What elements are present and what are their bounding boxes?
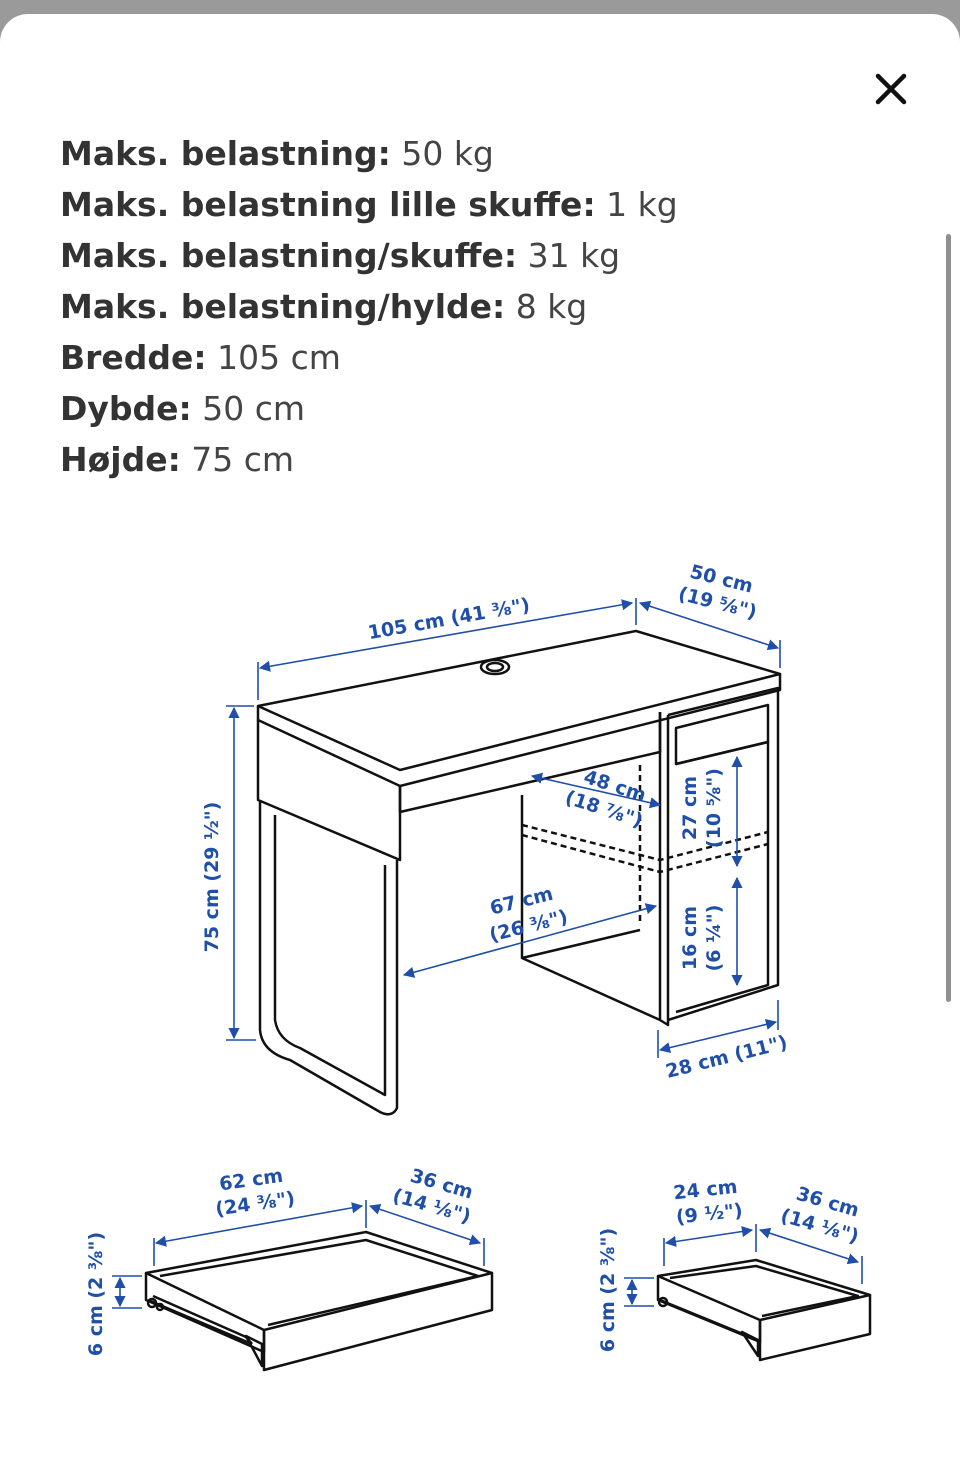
spec-depth: Dybde: 50 cm xyxy=(60,389,305,428)
spec-max-load-drawer: Maks. belastning/skuffe: 31 kg xyxy=(60,236,621,275)
desk-dimension-lines xyxy=(226,598,781,1058)
desk-height-label: 75 cm (29 ½") xyxy=(201,802,223,953)
big-drawer-dimension-labels: 62 cm (24 ⅜") 36 cm (14 ⅛") 6 cm (2 ⅜") xyxy=(85,1165,476,1356)
small-drawer-width-in-label: (9 ½") xyxy=(675,1200,744,1229)
close-button[interactable] xyxy=(868,66,914,112)
desk-top-surface xyxy=(256,629,782,772)
upper-height-cm-label: 27 cm xyxy=(679,776,701,840)
scrollbar[interactable] xyxy=(946,234,951,1002)
lower-height-cm-label: 16 cm xyxy=(679,906,701,970)
cabinet-door xyxy=(675,740,770,1014)
cabinet-width-label: 28 cm (11") xyxy=(664,1031,790,1082)
product-detail-sheet: Maks. belastning: 50 kg Maks. belastning… xyxy=(0,14,960,1471)
left-leg-frame xyxy=(258,800,399,1116)
spec-max-load-shelf: Maks. belastning/hylde: 8 kg xyxy=(60,287,588,326)
spec-max-load: Maks. belastning: 50 kg xyxy=(60,134,494,173)
small-drawer-dimension-lines xyxy=(624,1224,863,1307)
desk-width-label: 105 cm (41 ⅜") xyxy=(366,594,531,644)
close-icon xyxy=(875,73,907,105)
desk-drawing xyxy=(256,629,782,1116)
big-drawer-dimension-lines xyxy=(112,1200,485,1309)
drawer-left-block xyxy=(256,720,402,862)
big-drawer-drawing xyxy=(144,1230,494,1372)
specifications-list: Maks. belastning: 50 kg Maks. belastning… xyxy=(60,128,900,488)
spec-width: Bredde: 105 cm xyxy=(60,338,341,377)
small-drawer-drawing xyxy=(656,1258,872,1362)
spec-max-load-small-drawer: Maks. belastning lille skuffe: 1 kg xyxy=(60,185,678,224)
dimension-diagram: 105 cm (41 ⅜") 50 cm (19 ⅝") 75 cm (29 ½… xyxy=(85,561,872,1372)
small-drawer-height-label: 6 cm (2 ⅜") xyxy=(597,1228,619,1352)
upper-height-in-label: (10 ⅝") xyxy=(703,768,725,848)
lower-height-in-label: (6 ¼") xyxy=(703,905,725,972)
spec-height: Højde: 75 cm xyxy=(60,440,295,479)
cabinet-side xyxy=(667,686,780,1022)
cabinet-front-edge xyxy=(658,712,670,1027)
big-drawer-height-label: 6 cm (2 ⅜") xyxy=(85,1232,107,1356)
